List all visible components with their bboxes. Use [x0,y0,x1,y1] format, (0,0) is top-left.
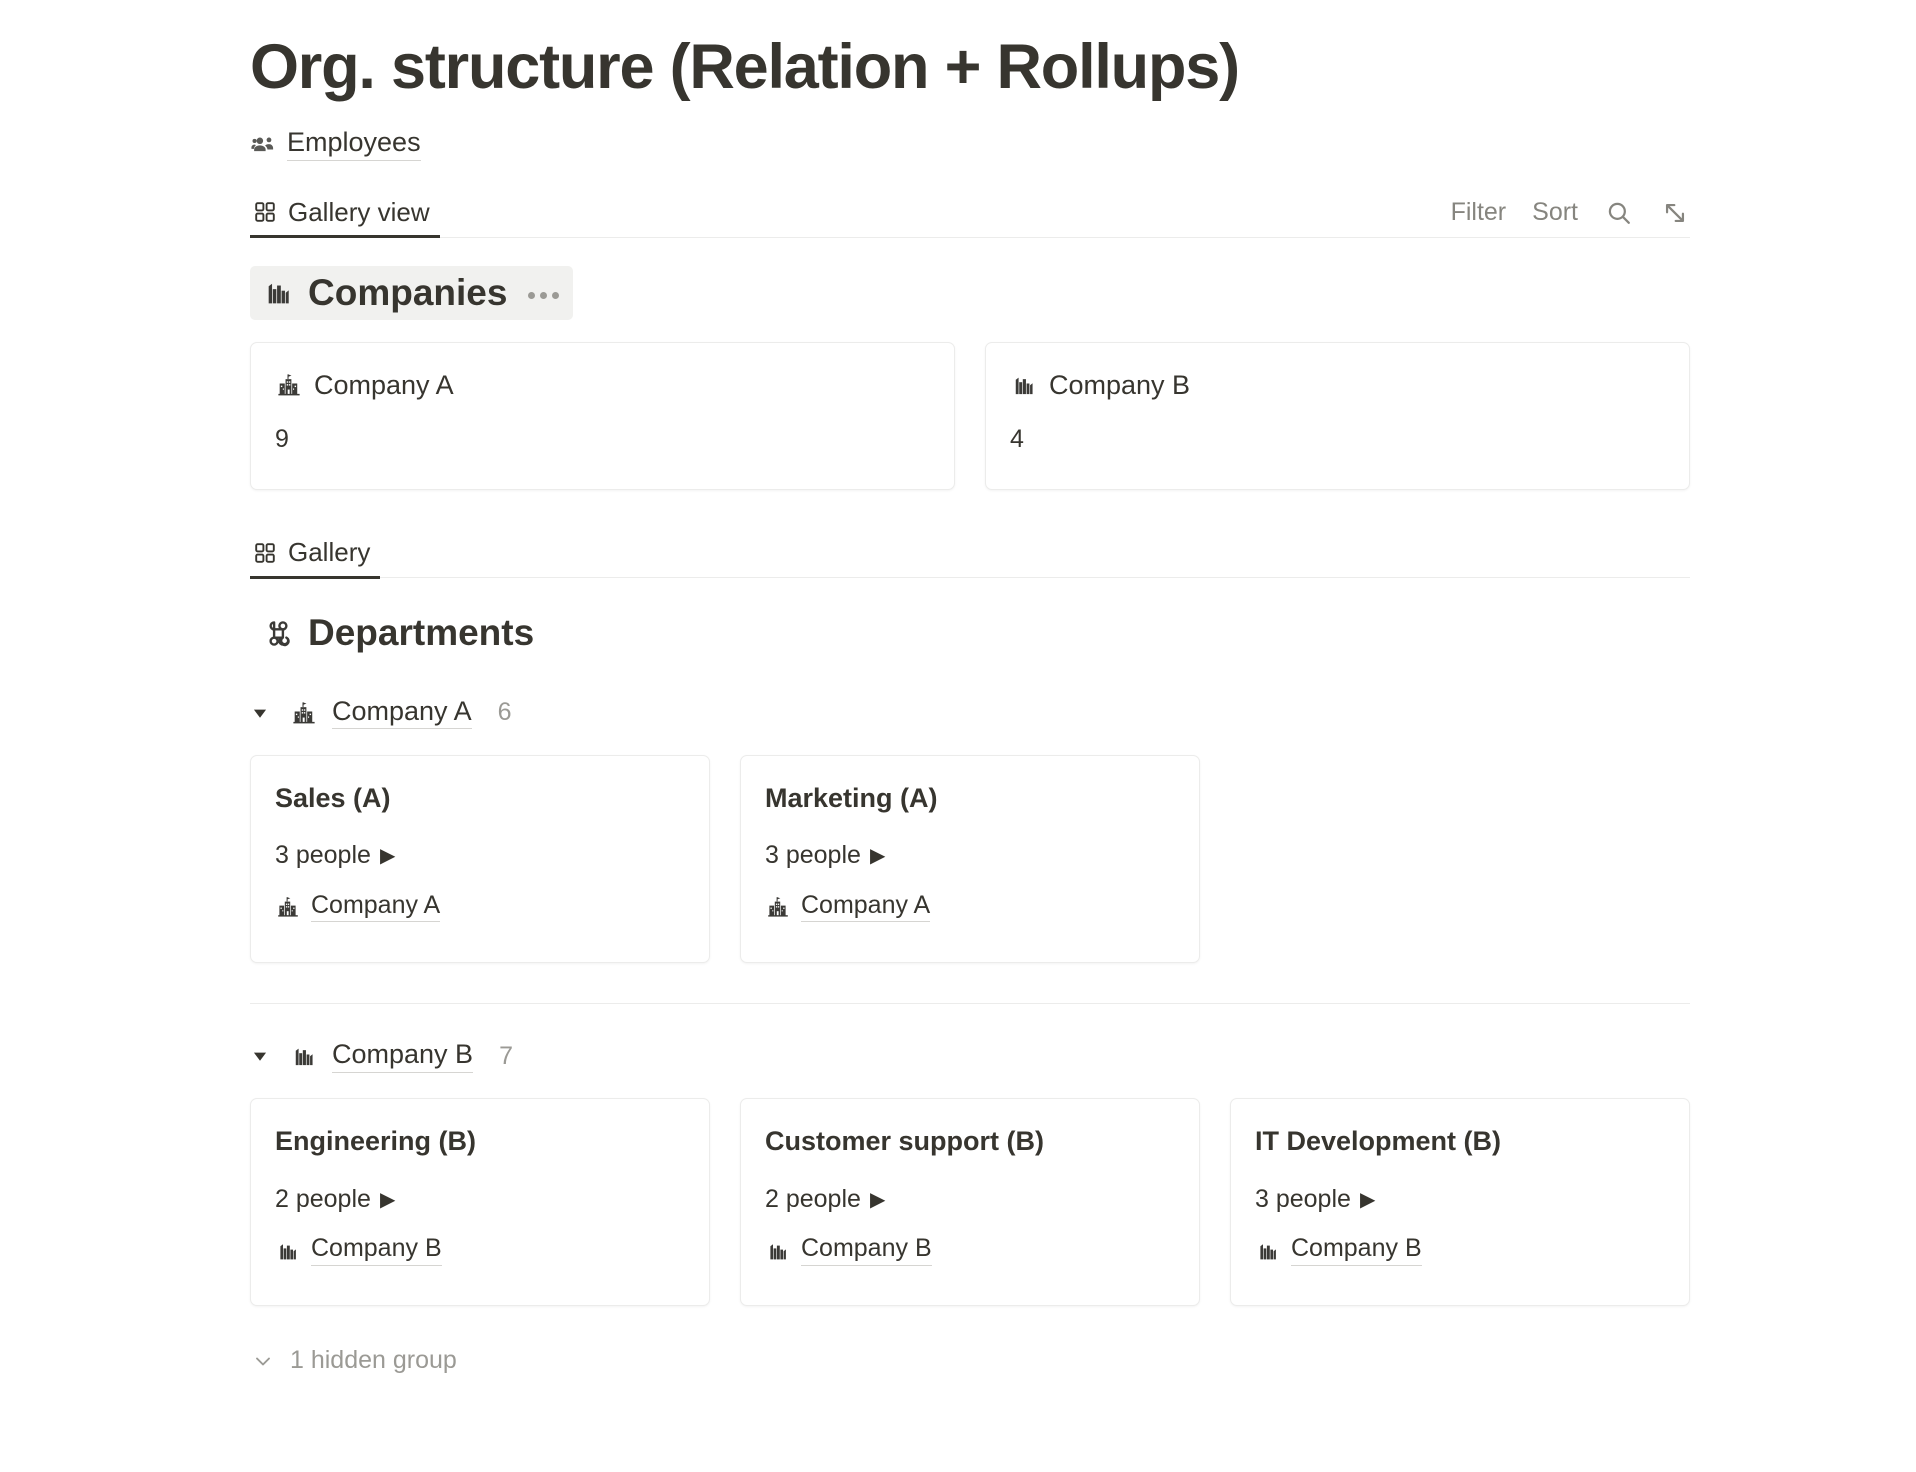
expand-diagonal-icon[interactable] [1660,198,1690,228]
view-tab-list-bottom: Gallery [250,537,381,579]
play-triangle-icon[interactable]: ▶ [379,845,396,868]
factory-flag-icon [290,699,318,727]
tab-gallery-label: Gallery [288,537,371,568]
gallery-grid-icon [252,540,278,566]
group-header-company-a[interactable]: Company A 6 [250,693,1690,733]
department-company-relation[interactable]: Company A [275,891,685,923]
department-name: Marketing (A) [765,782,938,813]
play-triangle-icon[interactable]: ▶ [869,845,886,868]
department-card[interactable]: Marketing (A) 3 people ▶ [740,754,1200,963]
view-toolbar-top: Gallery view Filter Sort [250,186,1690,239]
department-card[interactable]: IT Development (B) 3 people ▶ [1230,1098,1690,1307]
company-card[interactable]: Company B 4 [985,342,1690,491]
departments-card-grid-a: Sales (A) 3 people ▶ [250,754,1690,963]
caret-down-icon[interactable] [250,703,270,723]
search-icon[interactable] [1604,198,1634,228]
view-tab-list: Gallery view [250,196,440,239]
breadcrumb[interactable]: Employees [250,128,1690,162]
factory-flag-icon [275,371,303,399]
page-title: Org. structure (Relation + Rollups) [250,32,1240,102]
caret-down-icon[interactable] [250,1046,270,1066]
department-company-label[interactable]: Company B [311,1235,442,1266]
breadcrumb-label[interactable]: Employees [287,128,421,161]
chevron-down-icon [250,1348,276,1374]
department-people-rollup: 3 people ▶ [1255,1184,1665,1214]
department-company-relation[interactable]: Company A [765,891,1175,923]
department-people-count: 3 people [765,841,861,870]
department-people-count: 3 people [1255,1184,1351,1213]
view-toolbar-bottom: Gallery [250,526,1690,579]
play-triangle-icon[interactable]: ▶ [869,1188,886,1211]
view-actions: Filter Sort [1451,198,1690,237]
company-card[interactable]: Company A 9 [250,342,955,491]
city-skyline-icon [290,1042,318,1070]
department-company-relation[interactable]: Company B [275,1235,685,1266]
department-company-relation[interactable]: Company B [765,1235,1175,1266]
command-clover-icon [262,617,295,650]
company-card-rollup-value: 9 [275,424,289,453]
tab-gallery-view[interactable]: Gallery view [250,196,440,239]
companies-database-title[interactable]: Companies [250,265,574,321]
hidden-group-toggle[interactable]: 1 hidden group [250,1346,1690,1375]
department-name: Customer support (B) [765,1126,1044,1157]
tab-gallery-view-label: Gallery view [288,196,430,227]
factory-flag-icon [765,894,791,920]
hidden-group-label: 1 hidden group [290,1346,457,1375]
filter-button[interactable]: Filter [1450,198,1507,227]
department-people-rollup: 3 people ▶ [275,842,685,870]
department-company-label[interactable]: Company A [801,891,931,923]
department-company-relation[interactable]: Company B [1255,1235,1665,1266]
gallery-grid-icon [252,199,278,225]
company-card-rollup-value: 4 [1010,424,1024,453]
city-skyline-icon [275,1238,301,1264]
department-card[interactable]: Customer support (B) 2 people ▶ [740,1098,1200,1307]
play-triangle-icon[interactable]: ▶ [1359,1188,1376,1211]
department-company-label[interactable]: Company B [801,1235,932,1266]
department-people-rollup: 3 people ▶ [765,842,1175,870]
company-card-name: Company B [1049,370,1191,401]
departments-database-label: Departments [308,612,535,654]
city-skyline-icon [1010,371,1038,399]
department-company-label[interactable]: Company B [1291,1235,1422,1266]
departments-card-grid-b: Engineering (B) 2 people ▶ [250,1098,1690,1307]
department-people-rollup: 2 people ▶ [275,1184,685,1214]
group-header-company-b[interactable]: Company B 7 [250,1036,1690,1076]
factory-flag-icon [275,894,301,920]
company-card-name: Company A [314,370,454,401]
city-skyline-icon [262,276,295,309]
departments-database-title[interactable]: Departments [250,606,548,661]
group-label[interactable]: Company B [332,1039,474,1073]
group-count: 6 [497,698,512,727]
city-skyline-icon [765,1238,791,1264]
people-group-icon [250,131,278,159]
companies-database-label: Companies [308,271,508,313]
department-card[interactable]: Engineering (B) 2 people ▶ [250,1098,710,1307]
department-people-rollup: 2 people ▶ [765,1184,1175,1214]
group-label[interactable]: Company A [332,696,472,730]
sort-button[interactable]: Sort [1532,198,1578,227]
department-company-label[interactable]: Company A [311,891,441,923]
department-people-count: 2 people [275,1184,371,1213]
play-triangle-icon[interactable]: ▶ [379,1188,396,1211]
companies-card-grid: Company A 9 Company [250,342,1690,491]
tab-gallery[interactable]: Gallery [250,537,381,579]
group-divider [250,1002,1690,1005]
department-card[interactable]: Sales (A) 3 people ▶ [250,754,710,963]
company-card-title-row: Company B [1010,369,1665,401]
department-people-count: 2 people [765,1184,861,1213]
company-card-title-row: Company A [275,369,930,401]
group-count: 7 [499,1041,513,1070]
department-name: Sales (A) [275,782,391,813]
city-skyline-icon [1255,1238,1281,1264]
more-options-icon[interactable] [528,292,560,300]
department-people-count: 3 people [275,841,371,870]
department-name: Engineering (B) [275,1126,476,1157]
page-content: Org. structure (Relation + Rollups) Empl… [250,0,1690,1375]
department-name: IT Development (B) [1255,1126,1502,1157]
